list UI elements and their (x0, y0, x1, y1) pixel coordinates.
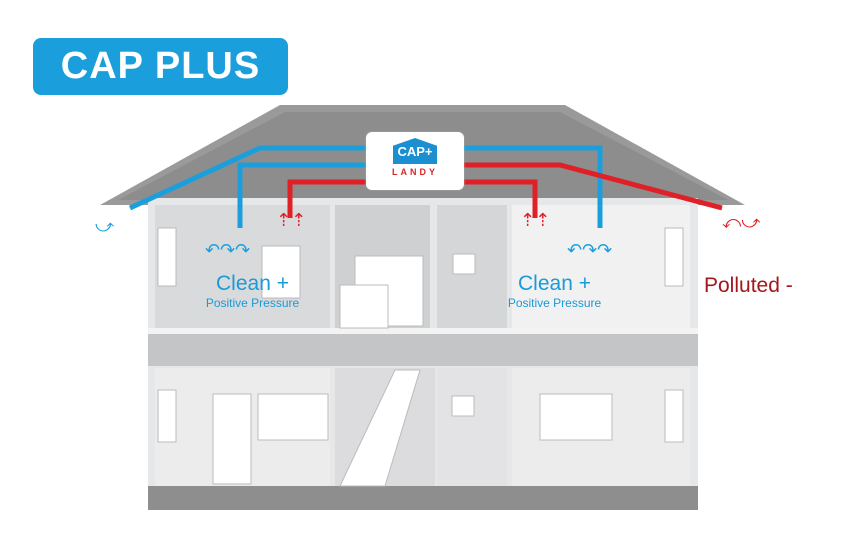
left-room-title: Clean + (216, 272, 289, 295)
right-room-title: Clean + (518, 272, 591, 295)
window (257, 393, 329, 441)
right-room-label: Clean + Positive Pressure (492, 272, 617, 310)
window (539, 393, 613, 441)
red-airflow-arrow-icon: ⇡⇡ (276, 210, 306, 231)
window (157, 227, 177, 287)
window (261, 245, 301, 299)
polluted-label: Polluted - (704, 274, 793, 297)
house-base (148, 486, 698, 510)
blue-airflow-arrow-icon: ↶↷↷ (567, 240, 612, 261)
left-room-label: Clean + Positive Pressure (190, 272, 315, 310)
left-room-subtitle: Positive Pressure (205, 296, 300, 310)
red-airflow-arrow-icon: ⤺⤻ (722, 212, 761, 233)
window (157, 389, 177, 443)
clean-air-ducts (128, 145, 603, 228)
cap-landy-unit: CAP+ LANDY (366, 132, 464, 190)
logo-name: LANDY (392, 167, 438, 177)
door (212, 393, 252, 485)
title-banner: CAP PLUS (33, 38, 288, 95)
blue-airflow-arrow-icon: ↶↷↷ (205, 240, 250, 261)
red-airflow-arrow-icon: ⇡⇡ (520, 210, 550, 231)
window (664, 227, 684, 287)
window (451, 395, 475, 417)
window (664, 389, 684, 443)
logo-brand: CAP+ (393, 138, 437, 164)
right-room-subtitle: Positive Pressure (507, 296, 602, 310)
floor-slab (148, 328, 698, 366)
balcony-rail (339, 284, 389, 329)
polluted-air-ducts (287, 162, 723, 218)
stairs (339, 369, 421, 487)
window (452, 253, 476, 275)
blue-airflow-arrow-icon: ⤻ (95, 216, 115, 237)
